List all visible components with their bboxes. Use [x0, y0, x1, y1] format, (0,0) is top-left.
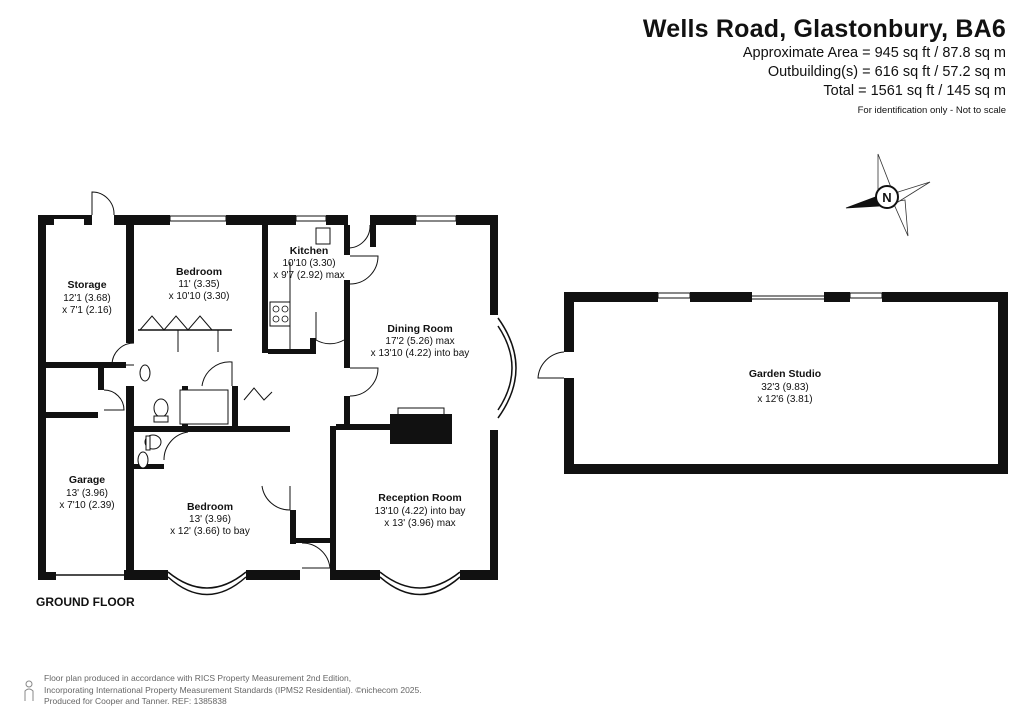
svg-text:13' (3.96): 13' (3.96): [189, 514, 231, 525]
floor-label: GROUND FLOOR: [36, 595, 135, 609]
room-kitchen-label: Kitchen 10'10 (3.30) x 9'7 (2.92) max: [273, 245, 344, 281]
svg-text:Storage: Storage: [67, 279, 106, 291]
approximate-area: Approximate Area = 945 sq ft / 87.8 sq m: [742, 45, 1006, 61]
room-reception-label: Reception Room 13'10 (4.22) into bay x 1…: [375, 492, 466, 529]
svg-text:17'2 (5.26) max: 17'2 (5.26) max: [385, 336, 454, 347]
room-storage-label: Storage 12'1 (3.68) x 7'1 (2.16): [62, 279, 112, 316]
svg-text:x 10'10 (3.30): x 10'10 (3.30): [169, 291, 230, 302]
svg-text:Reception Room: Reception Room: [378, 492, 461, 504]
svg-text:11' (3.35): 11' (3.35): [178, 279, 219, 290]
room-garage-label: Garage 13' (3.96) x 7'10 (2.39): [59, 474, 114, 511]
svg-text:13'10 (4.22) into bay: 13'10 (4.22) into bay: [375, 506, 466, 517]
svg-text:13' (3.96): 13' (3.96): [66, 488, 108, 499]
outbuildings-area: Outbuilding(s) = 616 sq ft / 57.2 sq m: [767, 64, 1006, 80]
footer-line-3: Produced for Cooper and Tanner. REF: 138…: [44, 696, 227, 706]
person-icon: [24, 680, 34, 701]
svg-text:x 13' (3.96) max: x 13' (3.96) max: [384, 518, 455, 529]
svg-text:12'1 (3.68): 12'1 (3.68): [63, 293, 111, 304]
svg-text:Dining Room: Dining Room: [387, 323, 452, 335]
svg-text:x 9'7 (2.92) max: x 9'7 (2.92) max: [273, 270, 344, 281]
svg-text:10'10 (3.30): 10'10 (3.30): [282, 258, 335, 269]
main-house: [38, 191, 517, 596]
svg-text:32'3 (9.83): 32'3 (9.83): [761, 382, 809, 393]
svg-text:Garden Studio: Garden Studio: [749, 368, 821, 380]
footer-line-1: Floor plan produced in accordance with R…: [44, 673, 352, 683]
room-dining-label: Dining Room 17'2 (5.26) max x 13'10 (4.2…: [371, 323, 470, 359]
garden-studio: [537, 292, 1008, 474]
header: Wells Road, Glastonbury, BA6 Approximate…: [643, 14, 1006, 116]
svg-text:x 12' (3.66) to bay: x 12' (3.66) to bay: [170, 526, 250, 537]
svg-text:Bedroom: Bedroom: [176, 266, 222, 278]
svg-text:x 7'1 (2.16): x 7'1 (2.16): [62, 305, 112, 316]
room-bedroom-2-label: Bedroom 13' (3.96) x 12' (3.66) to bay: [170, 501, 250, 537]
total-area: Total = 1561 sq ft / 145 sq m: [823, 83, 1006, 99]
svg-text:x 12'6 (3.81): x 12'6 (3.81): [757, 394, 812, 405]
footer: Floor plan produced in accordance with R…: [44, 673, 422, 708]
property-title: Wells Road, Glastonbury, BA6: [642, 15, 1006, 43]
svg-text:x 13'10 (4.22) into bay: x 13'10 (4.22) into bay: [371, 348, 470, 359]
svg-text:Garage: Garage: [69, 474, 105, 486]
svg-text:Bedroom: Bedroom: [187, 501, 233, 513]
compass-north-label: N: [882, 190, 891, 205]
room-bedroom-1-label: Bedroom 11' (3.35) x 10'10 (3.30): [169, 266, 230, 302]
svg-text:Kitchen: Kitchen: [290, 245, 329, 257]
svg-text:x 7'10 (2.39): x 7'10 (2.39): [59, 500, 114, 511]
room-garden-studio-label: Garden Studio 32'3 (9.83) x 12'6 (3.81): [749, 368, 821, 405]
footer-line-2: Incorporating International Property Mea…: [44, 684, 422, 695]
scale-disclaimer: For identification only - Not to scale: [857, 105, 1006, 116]
compass-icon: N: [845, 153, 931, 237]
